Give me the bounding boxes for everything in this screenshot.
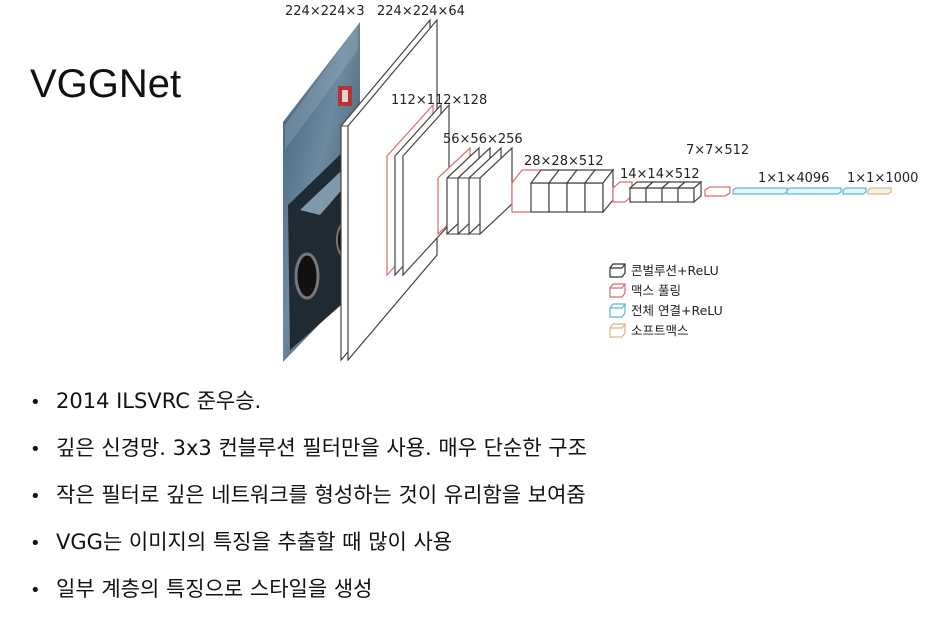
bullet-item: •일부 계층의 특징으로 스타일을 생성 bbox=[30, 576, 587, 603]
bullet-dot: • bbox=[30, 530, 56, 557]
dim-label: 7×7×512 bbox=[686, 143, 749, 158]
dim-label: 112×112×128 bbox=[391, 93, 487, 108]
bullet-list: •2014 ILSVRC 준우승. •깊은 신경망. 3x3 컨블루션 필터만을… bbox=[30, 388, 587, 623]
legend-label: 콘벌루션+ReLU bbox=[631, 263, 719, 278]
bullet-dot: • bbox=[30, 483, 56, 510]
dim-label: 224×224×64 bbox=[377, 4, 465, 19]
legend: 콘벌루션+ReLU 맥스 풀링 전체 연결+ReLU 소프트맥스 bbox=[610, 263, 723, 338]
bullet-item: •2014 ILSVRC 준우승. bbox=[30, 388, 587, 415]
dim-label: 1×1×1000 bbox=[847, 171, 918, 186]
dim-label: 1×1×4096 bbox=[758, 171, 829, 186]
dim-label: 56×56×256 bbox=[443, 132, 523, 147]
bullet-text: 일부 계층의 특징으로 스타일을 생성 bbox=[56, 577, 373, 601]
legend-label: 맥스 풀링 bbox=[631, 283, 681, 298]
legend-item-conv: 콘벌루션+ReLU bbox=[610, 263, 719, 278]
legend-item-fc: 전체 연결+ReLU bbox=[610, 303, 723, 318]
bullet-text: 작은 필터로 깊은 네트워크를 형성하는 것이 유리함을 보여줌 bbox=[56, 483, 586, 507]
bullet-item: •깊은 신경망. 3x3 컨블루션 필터만을 사용. 매우 단순한 구조 bbox=[30, 435, 587, 462]
legend-item-softmax: 소프트맥스 bbox=[610, 323, 689, 338]
dim-label: 14×14×512 bbox=[620, 167, 700, 182]
dim-label: 224×224×3 bbox=[285, 4, 365, 19]
bullet-dot: • bbox=[30, 577, 56, 604]
bullet-text: 깊은 신경망. 3x3 컨블루션 필터만을 사용. 매우 단순한 구조 bbox=[56, 436, 587, 460]
bullet-text: VGG는 이미지의 특징을 추출할 때 많이 사용 bbox=[56, 530, 452, 554]
legend-label: 전체 연결+ReLU bbox=[631, 303, 723, 318]
legend-label: 소프트맥스 bbox=[631, 323, 689, 338]
bullet-item: •작은 필터로 깊은 네트워크를 형성하는 것이 유리함을 보여줌 bbox=[30, 482, 587, 509]
bullet-dot: • bbox=[30, 389, 56, 416]
bullet-dot: • bbox=[30, 436, 56, 463]
vggnet-architecture-diagram: 224×224×3 224×224×64 112×112×128 56×56×2… bbox=[0, 0, 941, 380]
bullet-text: 2014 ILSVRC 준우승. bbox=[56, 389, 261, 413]
dim-label: 28×28×512 bbox=[524, 154, 604, 169]
bullet-item: •VGG는 이미지의 특징을 추출할 때 많이 사용 bbox=[30, 529, 587, 556]
legend-item-maxpool: 맥스 풀링 bbox=[610, 283, 681, 298]
